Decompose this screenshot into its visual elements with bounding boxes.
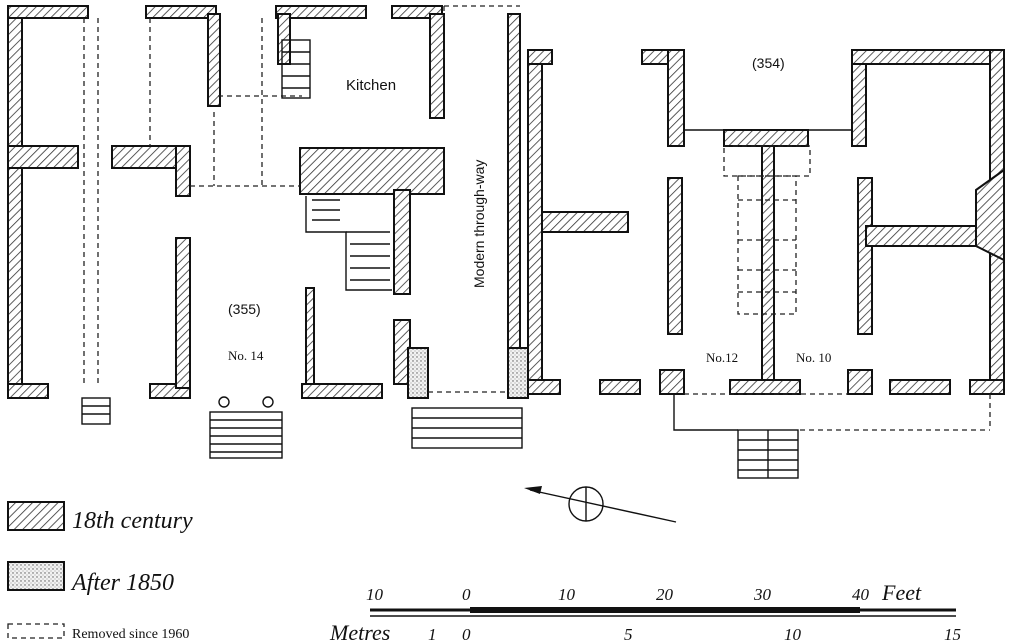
house-355-later-work <box>407 347 529 399</box>
metre-tick-2: 5 <box>624 625 633 644</box>
kitchen-label: Kitchen <box>346 77 396 94</box>
metre-tick-1: 0 <box>462 625 471 644</box>
house-354-walls <box>527 49 1005 395</box>
legend-18th-century: 18th century <box>72 508 193 534</box>
legend-dashed-swatch <box>7 623 65 639</box>
metre-tick-0: 1 <box>428 625 437 644</box>
metre-tick-3: 10 <box>784 625 802 644</box>
entrance-steps-no12-no10 <box>673 394 799 479</box>
legend-removed: Removed since 1960 <box>72 627 189 642</box>
main-staircase <box>305 196 392 291</box>
small-steps-west <box>81 397 111 425</box>
through-way-steps <box>411 407 523 449</box>
legend-dot-swatch <box>7 561 65 591</box>
feet-tick-0: 10 <box>366 585 384 604</box>
north-arrow-icon <box>524 486 677 523</box>
legend-hatch-swatch <box>7 501 65 531</box>
no14-label: No. 14 <box>228 348 264 363</box>
feet-unit: Feet <box>881 580 922 605</box>
feet-tick-4: 30 <box>753 585 772 604</box>
no10-label: No. 10 <box>796 350 831 365</box>
feet-tick-5: 40 <box>852 585 870 604</box>
legend-after-1850: After 1850 <box>70 570 174 596</box>
legend: 18th century After 1850 Removed since 19… <box>7 501 193 642</box>
no12-label: No.12 <box>706 350 738 365</box>
metres-unit: Metres <box>329 620 390 644</box>
feet-tick-1: 0 <box>462 585 471 604</box>
scale-bar: 10 0 10 20 30 40 Feet Metres 1 0 5 10 15 <box>329 580 961 644</box>
house-354-label: (354) <box>752 55 785 71</box>
house-355-removed <box>83 5 520 393</box>
through-way-label: Modern through-way <box>471 160 487 288</box>
feet-tick-2: 10 <box>558 585 576 604</box>
house-354-removed <box>684 145 991 431</box>
back-staircase <box>281 39 311 99</box>
entrance-steps-no14 <box>209 396 283 459</box>
house-355-label: (355) <box>228 301 261 317</box>
metre-tick-4: 15 <box>944 625 961 644</box>
house-355-walls <box>7 5 521 399</box>
feet-tick-3: 20 <box>656 585 674 604</box>
